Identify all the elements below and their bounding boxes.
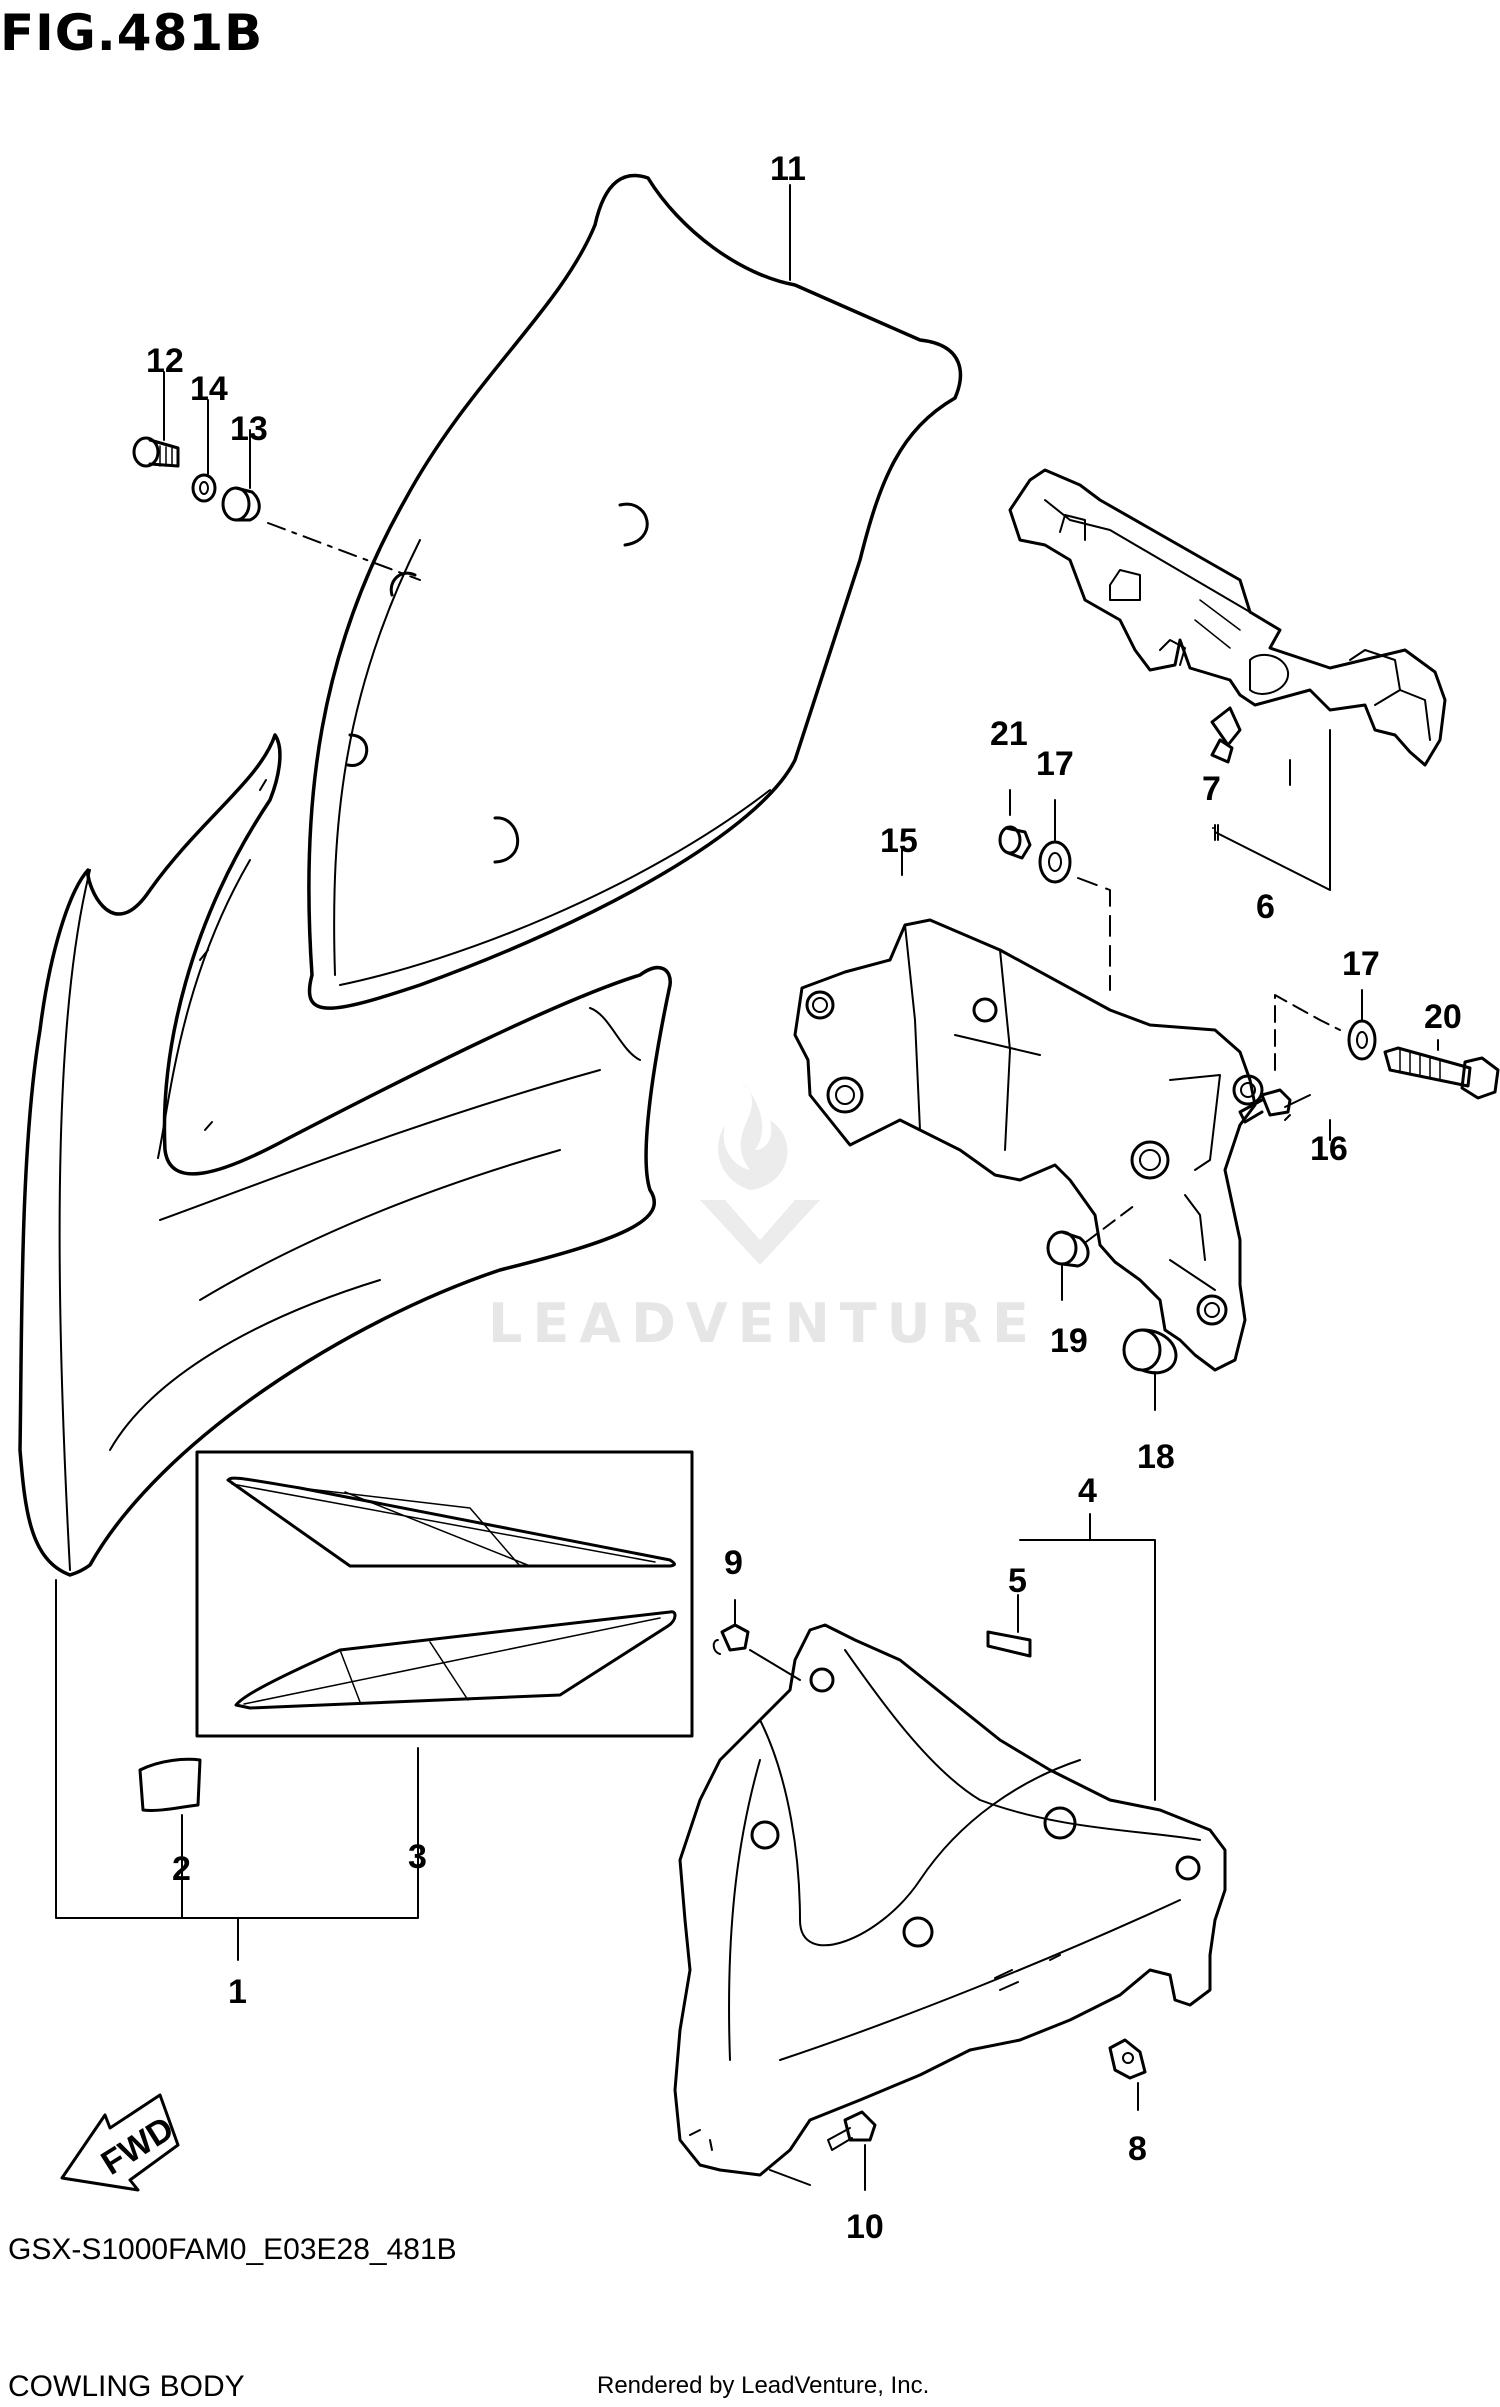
callout-20: 20 bbox=[1424, 998, 1462, 1036]
callout-7: 7 bbox=[1202, 770, 1221, 808]
leader-16 bbox=[1284, 1094, 1311, 1121]
callout-15: 15 bbox=[880, 822, 918, 860]
leader-17b bbox=[1274, 994, 1341, 1071]
leaders-1-2-3 bbox=[55, 1579, 419, 1961]
clip-part-7 bbox=[1210, 706, 1242, 764]
collar-13 bbox=[221, 486, 261, 522]
render-credit: Rendered by LeadVenture, Inc. bbox=[597, 2372, 930, 2399]
callout-1: 1 bbox=[228, 1973, 247, 2011]
callout-19: 19 bbox=[1050, 1322, 1088, 1360]
leader-9 bbox=[734, 1599, 801, 1681]
screw-part-10 bbox=[827, 2110, 877, 2151]
callout-14: 14 bbox=[190, 370, 228, 408]
leaders-4-5 bbox=[1017, 1513, 1156, 1801]
screw-12 bbox=[132, 436, 180, 468]
callout-12: 12 bbox=[146, 342, 184, 380]
rivet-part-9 bbox=[712, 1623, 750, 1655]
leaders-misc bbox=[1061, 989, 1439, 1411]
decal-box-part-3 bbox=[195, 1450, 694, 1738]
watermark-text: LEADVENTURE bbox=[488, 1292, 1039, 1355]
callout-8: 8 bbox=[1128, 2130, 1147, 2168]
cowling-body-part bbox=[18, 733, 672, 1577]
washer-part-17b bbox=[1347, 1019, 1377, 1061]
label-part-5 bbox=[986, 1630, 1032, 1658]
leader-6 bbox=[1214, 729, 1331, 891]
leaders-15-17-21 bbox=[901, 789, 1056, 876]
windscreen-part bbox=[307, 173, 963, 1010]
leaders-12-13-14 bbox=[163, 371, 251, 489]
callout-17-right: 17 bbox=[1342, 945, 1380, 983]
stay-part-15 bbox=[793, 918, 1264, 1372]
bolt-part-20 bbox=[1383, 1046, 1500, 1100]
callout-4: 4 bbox=[1078, 1472, 1097, 1510]
leadventure-logo bbox=[700, 1080, 820, 1265]
callout-6: 6 bbox=[1256, 888, 1275, 926]
nut-part-21 bbox=[998, 825, 1032, 860]
callout-9: 9 bbox=[724, 1544, 743, 1582]
callout-3: 3 bbox=[408, 1838, 427, 1876]
model-code: GSX-S1000FAM0_E03E28_481B bbox=[8, 2233, 457, 2266]
forward-arrow-icon bbox=[60, 2093, 180, 2192]
washer-14 bbox=[191, 473, 217, 503]
callout-11: 11 bbox=[770, 150, 806, 188]
washer-part-17a bbox=[1038, 840, 1072, 884]
leader-13 bbox=[267, 522, 421, 581]
callout-16: 16 bbox=[1310, 1130, 1348, 1168]
callout-10: 10 bbox=[846, 2208, 884, 2246]
callout-21: 21 bbox=[990, 715, 1028, 753]
inner-panel-part-4 bbox=[673, 1623, 1227, 2177]
callout-13: 13 bbox=[230, 410, 268, 448]
figure-title: FIG.481B bbox=[0, 4, 264, 62]
grommet-part-18 bbox=[1122, 1328, 1178, 1375]
leader-10 bbox=[769, 2144, 866, 2191]
callout-18: 18 bbox=[1137, 1438, 1175, 1476]
nut-part-8 bbox=[1108, 2038, 1147, 2080]
leader-17a bbox=[1077, 877, 1111, 991]
label-part-2 bbox=[138, 1757, 202, 1812]
section-name: COWLING BODY bbox=[8, 2370, 245, 2403]
bracket-part-6 bbox=[1008, 468, 1447, 767]
leader-19 bbox=[1085, 1204, 1136, 1243]
callout-2: 2 bbox=[172, 1850, 191, 1888]
callout-17-upper: 17 bbox=[1036, 745, 1074, 783]
callout-5: 5 bbox=[1008, 1562, 1027, 1600]
grommet-part-19 bbox=[1046, 1230, 1090, 1268]
